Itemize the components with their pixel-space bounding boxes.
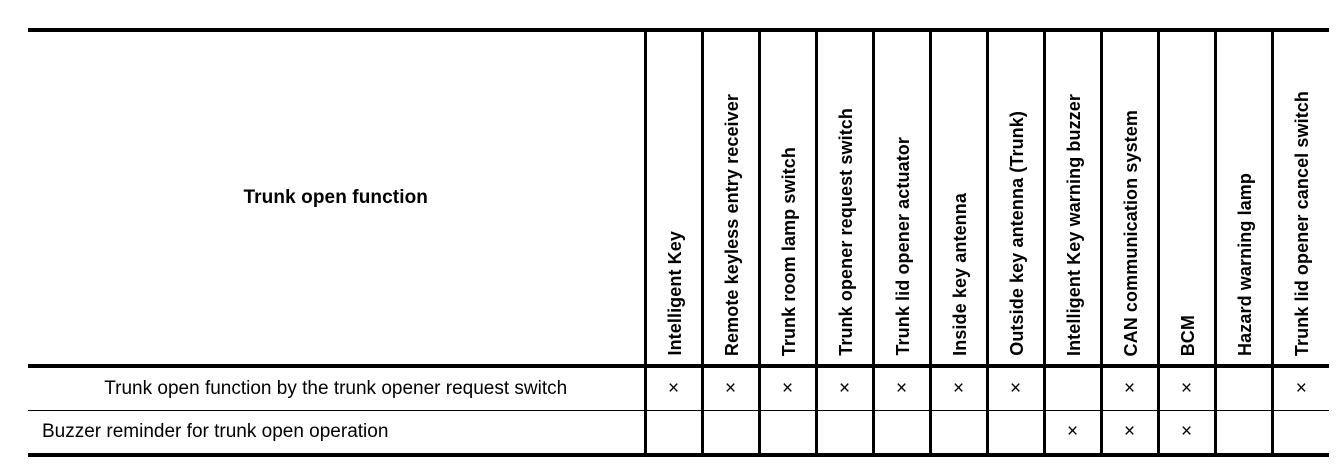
column-header-label: Trunk room lamp switch bbox=[778, 146, 799, 356]
cell-buzzer-reminder-trunk-open--intelligent-key bbox=[645, 410, 704, 457]
column-header-rotation-wrapper: CAN communication system bbox=[1103, 36, 1160, 356]
cross-mark-icon: × bbox=[895, 378, 908, 399]
cell-buzzer-reminder-trunk-open--inside-key-antenna bbox=[930, 410, 989, 457]
cross-mark-icon: × bbox=[1123, 421, 1136, 442]
column-header-hazard-warning-lamp: Hazard warning lamp bbox=[1215, 28, 1274, 368]
column-header-label: Inside key antenna bbox=[949, 193, 970, 356]
column-header-label: Trunk lid opener actuator bbox=[892, 137, 913, 356]
column-header-inside-key-antenna: Inside key antenna bbox=[930, 28, 989, 368]
cell-buzzer-reminder-trunk-open--trunk-lid-opener-cancel-switch bbox=[1272, 410, 1329, 457]
cell-buzzer-reminder-trunk-open--trunk-lid-opener-actuator bbox=[873, 410, 932, 457]
cell-trunk-open-by-opener-request-switch--trunk-room-lamp-switch: × bbox=[759, 366, 818, 411]
column-header-label: BCM bbox=[1177, 314, 1198, 356]
cross-mark-icon: × bbox=[952, 378, 965, 399]
column-header-rotation-wrapper: BCM bbox=[1160, 36, 1217, 356]
column-header-rotation-wrapper: Intelligent Key bbox=[647, 36, 704, 356]
cross-mark-icon: × bbox=[781, 378, 794, 399]
column-header-rotation-wrapper: Trunk lid opener actuator bbox=[875, 36, 932, 356]
cell-trunk-open-by-opener-request-switch--intelligent-key-warning-buzzer bbox=[1044, 366, 1103, 411]
cross-mark-icon: × bbox=[1123, 378, 1136, 399]
cell-trunk-open-by-opener-request-switch--remote-keyless-entry-receiver: × bbox=[702, 366, 761, 411]
column-header-trunk-lid-opener-cancel-switch: Trunk lid opener cancel switch bbox=[1272, 28, 1331, 368]
table-row: Buzzer reminder for trunk open operation… bbox=[28, 410, 1329, 457]
cross-mark-icon: × bbox=[1009, 378, 1022, 399]
row-label-trunk-open-by-opener-request-switch: Trunk open function by the trunk opener … bbox=[28, 366, 647, 411]
cross-mark-icon: × bbox=[1066, 421, 1079, 442]
table-header: Trunk open function Intelligent Key Remot… bbox=[28, 28, 1331, 368]
cell-trunk-open-by-opener-request-switch--trunk-lid-opener-actuator: × bbox=[873, 366, 932, 411]
cell-trunk-open-by-opener-request-switch--inside-key-antenna: × bbox=[930, 366, 989, 411]
column-header-label: Trunk opener request switch bbox=[835, 108, 856, 356]
cell-buzzer-reminder-trunk-open--can-communication-system: × bbox=[1101, 410, 1160, 457]
row-label-buzzer-reminder-trunk-open: Buzzer reminder for trunk open operation bbox=[28, 410, 647, 457]
cell-buzzer-reminder-trunk-open--trunk-room-lamp-switch bbox=[759, 410, 818, 457]
column-header-label: Hazard warning lamp bbox=[1234, 173, 1255, 356]
column-header-intelligent-key: Intelligent Key bbox=[645, 28, 704, 368]
cell-buzzer-reminder-trunk-open--remote-keyless-entry-receiver bbox=[702, 410, 761, 457]
cell-trunk-open-by-opener-request-switch--bcm: × bbox=[1158, 366, 1217, 411]
cell-buzzer-reminder-trunk-open--trunk-opener-request-switch bbox=[816, 410, 875, 457]
column-header-trunk-opener-request-switch: Trunk opener request switch bbox=[816, 28, 875, 368]
column-header-rotation-wrapper: Outside key antenna (Trunk) bbox=[989, 36, 1046, 356]
column-header-label: Trunk lid opener cancel switch bbox=[1291, 90, 1312, 356]
cell-trunk-open-by-opener-request-switch--hazard-warning-lamp bbox=[1215, 366, 1274, 411]
cell-trunk-open-by-opener-request-switch--outside-key-antenna-trunk: × bbox=[987, 366, 1046, 411]
column-header-can-communication-system: CAN communication system bbox=[1101, 28, 1160, 368]
column-header-rotation-wrapper: Trunk opener request switch bbox=[818, 36, 875, 356]
column-header-rotation-wrapper: Remote keyless entry receiver bbox=[704, 36, 761, 356]
header-row: Trunk open function Intelligent Key Remot… bbox=[28, 28, 1331, 368]
column-header-outside-key-antenna-trunk: Outside key antenna (Trunk) bbox=[987, 28, 1046, 368]
cell-buzzer-reminder-trunk-open--intelligent-key-warning-buzzer: × bbox=[1044, 410, 1103, 457]
cell-buzzer-reminder-trunk-open--hazard-warning-lamp bbox=[1215, 410, 1274, 457]
cell-trunk-open-by-opener-request-switch--can-communication-system: × bbox=[1101, 366, 1160, 411]
column-header-rotation-wrapper: Trunk room lamp switch bbox=[761, 36, 818, 356]
cell-trunk-open-by-opener-request-switch--intelligent-key: × bbox=[645, 366, 704, 411]
column-header-label: Outside key antenna (Trunk) bbox=[1006, 111, 1027, 356]
cross-mark-icon: × bbox=[667, 378, 680, 399]
cross-mark-icon: × bbox=[838, 378, 851, 399]
cross-mark-icon: × bbox=[1180, 421, 1193, 442]
column-header-label: Intelligent Key bbox=[664, 231, 685, 356]
cell-buzzer-reminder-trunk-open--outside-key-antenna-trunk bbox=[987, 410, 1046, 457]
cell-trunk-open-by-opener-request-switch--trunk-opener-request-switch: × bbox=[816, 366, 875, 411]
column-header-rotation-wrapper: Inside key antenna bbox=[932, 36, 989, 356]
cross-mark-icon: × bbox=[1295, 378, 1307, 399]
column-header-intelligent-key-warning-buzzer: Intelligent Key warning buzzer bbox=[1044, 28, 1103, 368]
column-header-trunk-lid-opener-actuator: Trunk lid opener actuator bbox=[873, 28, 932, 368]
cross-mark-icon: × bbox=[1180, 378, 1193, 399]
column-header-remote-keyless-entry-receiver: Remote keyless entry receiver bbox=[702, 28, 761, 368]
column-header-label: Intelligent Key warning buzzer bbox=[1063, 93, 1084, 356]
cell-buzzer-reminder-trunk-open--bcm: × bbox=[1158, 410, 1217, 457]
table-row: Trunk open function by the trunk opener … bbox=[28, 366, 1329, 411]
column-header-trunk-room-lamp-switch: Trunk room lamp switch bbox=[759, 28, 818, 368]
row-header-title-cell: Trunk open function bbox=[28, 28, 647, 368]
column-header-label: CAN communication system bbox=[1120, 109, 1141, 356]
cell-trunk-open-by-opener-request-switch--trunk-lid-opener-cancel-switch: × bbox=[1272, 366, 1329, 411]
column-header-rotation-wrapper: Intelligent Key warning buzzer bbox=[1046, 36, 1103, 356]
column-header-rotation-wrapper: Trunk lid opener cancel switch bbox=[1274, 36, 1331, 356]
cross-mark-icon: × bbox=[724, 378, 737, 399]
column-header-label: Remote keyless entry receiver bbox=[721, 93, 742, 356]
column-header-bcm: BCM bbox=[1158, 28, 1217, 368]
table-body: Trunk open function by the trunk opener … bbox=[28, 366, 1329, 457]
column-header-rotation-wrapper: Hazard warning lamp bbox=[1217, 36, 1274, 356]
trunk-open-function-matrix-table: Trunk open function Intelligent Key Remot… bbox=[28, 28, 1329, 457]
